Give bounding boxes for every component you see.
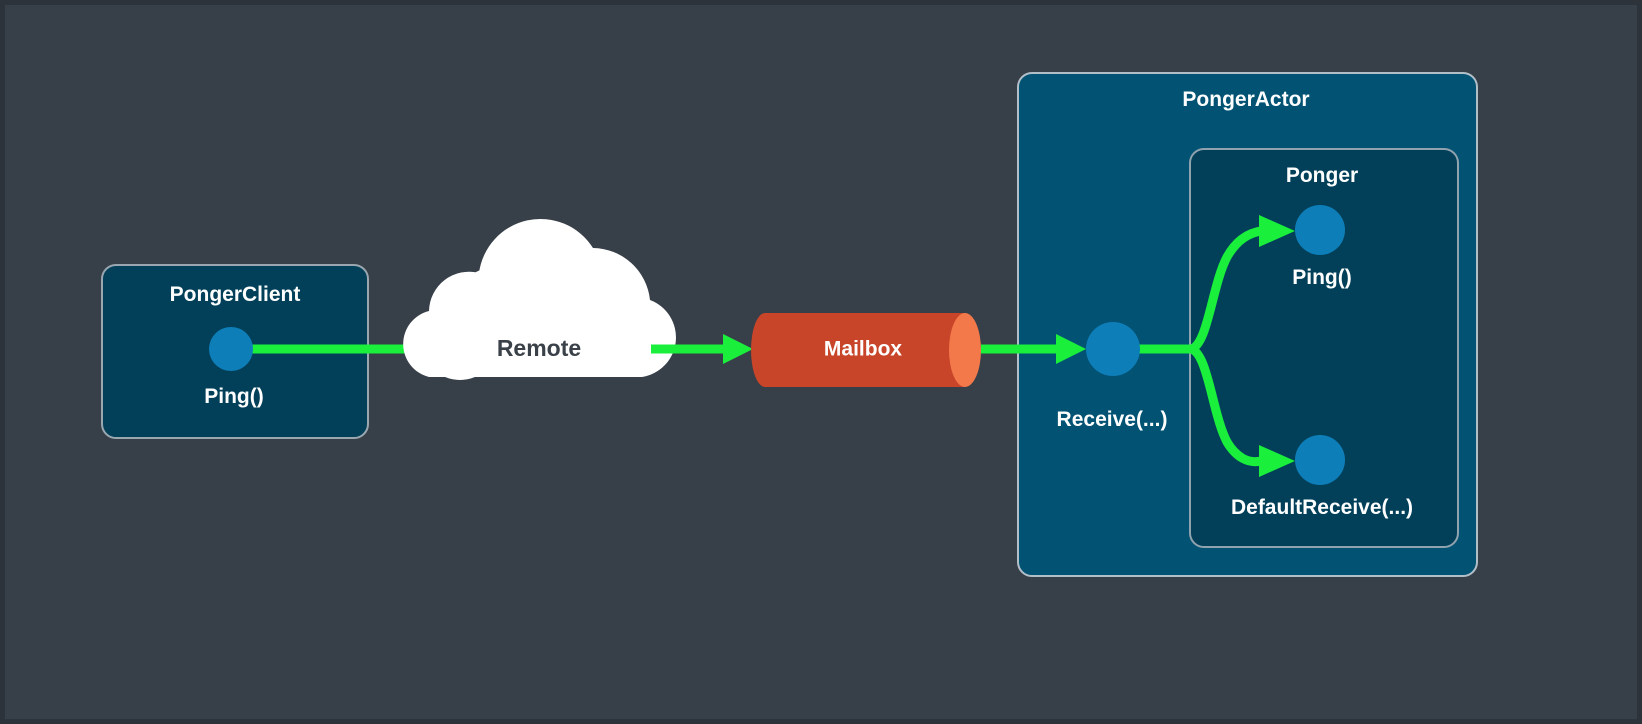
ponger-ping-label: Ping()	[1292, 266, 1351, 289]
ponger-client-title: PongerClient	[170, 283, 301, 306]
actor-receive-circle[interactable]	[1086, 322, 1140, 376]
diagram-svg: PongerActor Ponger PongerClient Remote	[101, 72, 1478, 577]
ponger-ping-circle[interactable]	[1295, 205, 1345, 255]
mailbox-cap	[949, 313, 981, 387]
node-actor-receive[interactable]: Receive(...)	[1057, 322, 1168, 431]
flow-mailbox-to-receive	[981, 334, 1086, 364]
ponger-default-receive-label: DefaultReceive(...)	[1231, 496, 1413, 519]
mailbox-body	[751, 313, 965, 387]
cloud-base	[429, 325, 653, 377]
cloud-label: Remote	[497, 335, 581, 361]
ponger-title: Ponger	[1286, 164, 1358, 187]
ponger-actor-title: PongerActor	[1182, 88, 1309, 111]
node-client-ping[interactable]: Ping()	[204, 327, 264, 408]
client-ping-circle[interactable]	[209, 327, 253, 371]
ponger-default-receive-circle[interactable]	[1295, 435, 1345, 485]
arrowhead-receive-ping	[1259, 215, 1295, 247]
arrowhead-cloud-mailbox	[723, 334, 753, 364]
actor-receive-label: Receive(...)	[1057, 408, 1168, 431]
arrowhead-receive-default	[1259, 445, 1295, 477]
flow-curve-receive-default	[1186, 344, 1266, 467]
flow-receive-to-ping	[1186, 215, 1295, 354]
flow-cloud-to-mailbox	[651, 334, 753, 364]
arrowhead-mailbox-receive	[1056, 334, 1086, 364]
node-ponger-default-receive[interactable]: DefaultReceive(...)	[1231, 435, 1413, 519]
client-ping-label: Ping()	[204, 385, 263, 408]
mailbox-node[interactable]: Mailbox	[751, 313, 981, 387]
remote-cloud[interactable]: Remote	[403, 218, 676, 380]
flow-curve-receive-ping	[1186, 226, 1266, 354]
mailbox-label: Mailbox	[824, 338, 902, 361]
node-ponger-ping[interactable]: Ping()	[1292, 205, 1352, 289]
flow-receive-to-default	[1186, 344, 1295, 477]
